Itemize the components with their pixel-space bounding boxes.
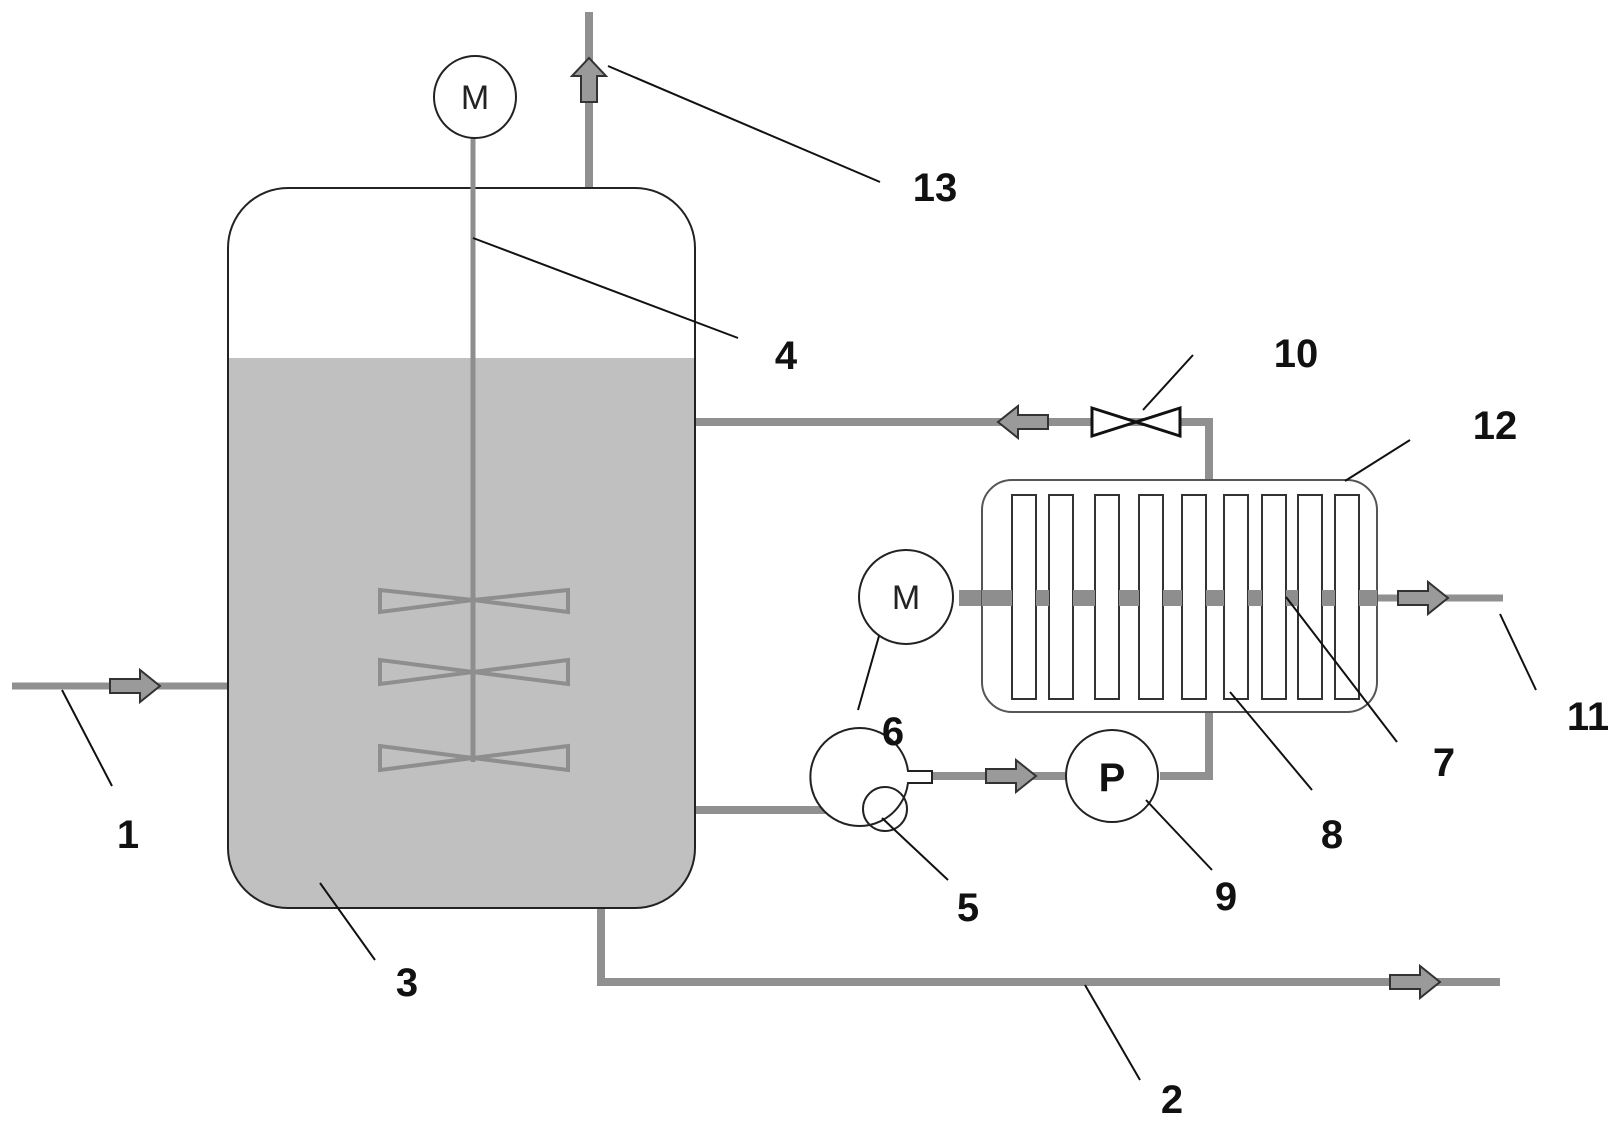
- module-motor: M: [858, 549, 954, 645]
- circulation-pump: [809, 727, 933, 832]
- flow-arrow-discharge: [1389, 963, 1442, 1001]
- flow-arrow-permeate: [1397, 579, 1450, 617]
- feed-pipe-to-module: [1160, 712, 1213, 780]
- membrane-plates: [1011, 494, 1360, 700]
- module-motor-symbol: M: [892, 579, 920, 617]
- label-2: 2: [1161, 1078, 1183, 1122]
- discharge-pipe: [597, 908, 1500, 986]
- pressure-gauge-symbol: P: [1099, 756, 1126, 800]
- label-10: 10: [1274, 332, 1319, 376]
- label-3: 3: [396, 961, 418, 1005]
- label-12: 12: [1473, 404, 1518, 448]
- label-5: 5: [957, 886, 979, 930]
- tank-liquid: [228, 358, 695, 908]
- hollow-shaft-segments: [982, 590, 1377, 606]
- label-13: 13: [913, 166, 958, 210]
- impeller-blades: [378, 587, 570, 773]
- label-9: 9: [1215, 875, 1237, 919]
- flow-arrow-feed: [985, 757, 1038, 795]
- stirrer-motor: M: [433, 55, 517, 139]
- label-7: 7: [1433, 741, 1455, 785]
- valve: [1090, 405, 1182, 439]
- label-4: 4: [775, 334, 798, 378]
- label-8: 8: [1321, 813, 1343, 857]
- label-6: 6: [882, 710, 904, 754]
- flow-arrow-return: [996, 403, 1049, 441]
- flow-arrow-vent: [569, 56, 609, 103]
- return-pipe: [695, 418, 1213, 480]
- flow-arrow-inlet: [109, 667, 162, 705]
- label-11: 11: [1567, 695, 1609, 739]
- stirrer-motor-symbol: M: [461, 79, 489, 117]
- leader-lines: [61, 65, 1537, 1081]
- pressure-gauge: P: [1065, 729, 1159, 823]
- tank-body: [227, 187, 696, 909]
- label-1: 1: [117, 813, 139, 857]
